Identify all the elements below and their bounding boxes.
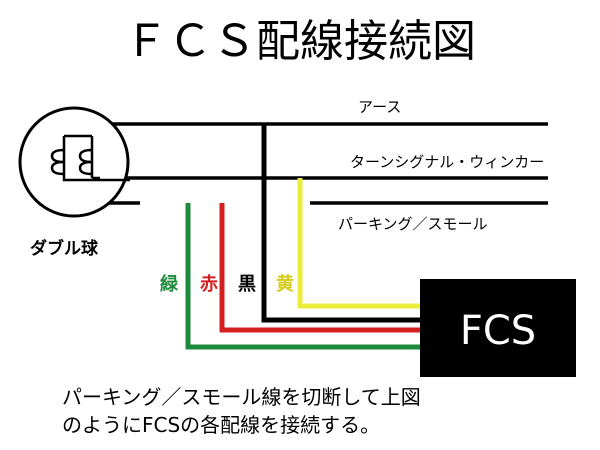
parking-label: パーキング／スモール xyxy=(338,215,488,233)
bulb-filament-icon xyxy=(50,134,130,182)
bulb-label: ダブル球 xyxy=(30,238,99,259)
instruction-line-1: パーキング／スモール線を切断して上図 xyxy=(62,385,421,409)
diagram-title: ＦＣＳ配線接続図 xyxy=(124,16,476,67)
fcs-unit-box xyxy=(420,279,576,377)
green-wire-label: 緑 xyxy=(160,273,179,295)
earth-label: アース xyxy=(358,98,401,116)
instruction-line-2: のようにFCSの各配線を接続する。 xyxy=(62,413,380,437)
turn-signal-label: ターンシグナル・ウィンカー xyxy=(350,153,544,171)
yellow-wire-label: 黄 xyxy=(276,273,294,295)
double-bulb-circle xyxy=(18,106,130,218)
black-wire-label: 黒 xyxy=(238,274,256,295)
red-wire-label: 赤 xyxy=(200,274,218,295)
green-wire xyxy=(185,203,420,350)
black-wire xyxy=(261,124,420,323)
red-wire xyxy=(219,203,420,333)
fcs-unit-label: FCS xyxy=(460,308,536,354)
yellow-wire xyxy=(297,178,420,309)
